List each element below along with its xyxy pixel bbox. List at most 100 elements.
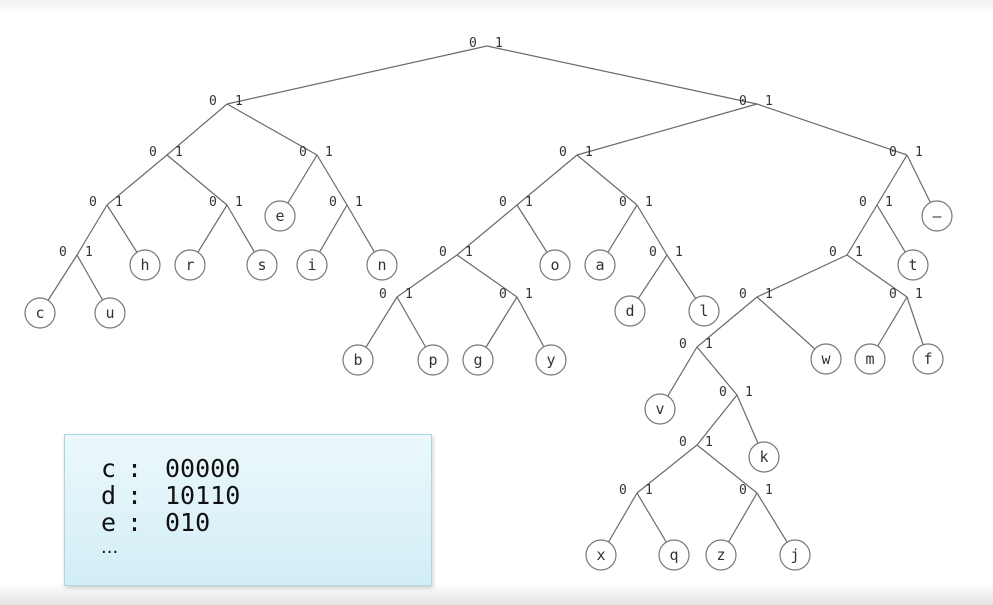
edge-bit-right: 1: [175, 145, 183, 160]
tree-edge: [696, 394, 738, 446]
edge-bit-left: 0: [619, 195, 627, 210]
tree-edge: [396, 254, 458, 298]
edge-bit-left: 0: [209, 94, 217, 109]
tree-edge: [486, 45, 758, 105]
leaf-circle: [535, 344, 567, 376]
code-symbol: e: [101, 508, 117, 537]
leaf-circle: [854, 343, 886, 375]
leaf-symbol: e: [275, 207, 284, 225]
tree-edge: [226, 103, 318, 156]
edge-bit-left: 0: [559, 145, 567, 160]
code-table-row: c:00000: [101, 455, 240, 482]
edge-bit-right: 1: [585, 145, 593, 160]
tree-edges: [39, 45, 938, 556]
leaf-node: z: [705, 539, 737, 571]
leaf-symbol: i: [307, 256, 316, 274]
edge-bit-right: 1: [495, 36, 503, 51]
leaf-symbol: p: [428, 351, 437, 369]
edge-bit-right: 1: [355, 195, 363, 210]
tree-edge: [636, 204, 668, 256]
edge-bit-right: 1: [525, 287, 533, 302]
leaf-symbol: m: [865, 350, 874, 368]
leaf-symbol: —: [932, 207, 942, 225]
leaf-symbol: n: [377, 256, 386, 274]
edge-bit-left: 0: [719, 385, 727, 400]
leaf-node: s: [246, 249, 278, 281]
leaf-symbol: q: [669, 546, 678, 564]
tree-edge: [76, 204, 108, 256]
leaf-circle: [246, 249, 278, 281]
leaf-symbol: v: [655, 400, 664, 418]
leaf-node: a: [584, 249, 616, 281]
tree-edge: [106, 154, 168, 206]
code-symbol: c: [101, 454, 117, 483]
edge-bit-left: 0: [149, 145, 157, 160]
tree-edge: [696, 444, 758, 494]
tree-edge: [316, 154, 348, 206]
tree-edge: [456, 254, 518, 298]
leaf-node: p: [417, 344, 449, 376]
leaf-node: y: [535, 344, 567, 376]
tree-edge: [226, 45, 488, 105]
leaf-symbol: h: [140, 256, 149, 274]
code-value: 00000: [165, 454, 241, 483]
tree-edge: [756, 254, 848, 298]
code-table-row: e:010: [101, 509, 210, 536]
tree-edge: [516, 154, 578, 206]
edge-bit-left: 0: [59, 245, 67, 260]
edge-bit-right: 1: [765, 287, 773, 302]
code-symbol: d: [101, 481, 117, 510]
leaf-node: —: [921, 200, 953, 232]
leaf-symbol: f: [923, 350, 932, 368]
tree-edge: [166, 103, 228, 156]
leaf-circle: [366, 249, 398, 281]
leaf-node: w: [810, 343, 842, 375]
edge-bit-left: 0: [679, 337, 687, 352]
leaf-symbol: r: [185, 256, 194, 274]
leaf-circle: [129, 249, 161, 281]
leaf-circle: [688, 295, 720, 327]
leaf-symbol: t: [908, 256, 917, 274]
leaf-node: x: [585, 539, 617, 571]
code-value: 10110: [165, 481, 241, 510]
leaf-node: v: [644, 393, 676, 425]
edge-bit-left: 0: [649, 245, 657, 260]
leaf-node: d: [614, 295, 646, 327]
leaf-symbol: u: [105, 304, 114, 322]
leaf-node: f: [912, 343, 944, 375]
edge-bit-right: 1: [765, 94, 773, 109]
leaf-symbol: c: [35, 304, 44, 322]
leaf-symbol: x: [596, 546, 605, 564]
edge-bit-right: 1: [235, 94, 243, 109]
edge-bit-left: 0: [889, 145, 897, 160]
tree-edge: [876, 154, 908, 206]
leaf-circle: [342, 344, 374, 376]
leaf-circle: [174, 249, 206, 281]
leaf-circle: [584, 249, 616, 281]
leaf-symbol: a: [595, 256, 604, 274]
leaf-circle: [897, 249, 929, 281]
edge-bit-left: 0: [829, 245, 837, 260]
tree-edge: [696, 296, 758, 348]
leaf-circle: [296, 249, 328, 281]
leaf-circle: [810, 343, 842, 375]
leaf-node: q: [658, 539, 690, 571]
leaf-symbol: k: [759, 448, 768, 466]
tree-edge: [456, 204, 518, 256]
leaf-circle: [539, 249, 571, 281]
tree-edge: [846, 204, 878, 256]
leaf-circle: [417, 344, 449, 376]
edge-bit-right: 1: [705, 435, 713, 450]
edge-bit-left: 0: [439, 245, 447, 260]
leaf-node: t: [897, 249, 929, 281]
edge-bit-left: 0: [739, 94, 747, 109]
leaf-node: o: [539, 249, 571, 281]
tree-edge: [696, 346, 738, 396]
edge-bit-right: 1: [85, 245, 93, 260]
leaf-node: h: [129, 249, 161, 281]
leaf-symbol: w: [821, 350, 831, 368]
edge-bit-left: 0: [739, 287, 747, 302]
